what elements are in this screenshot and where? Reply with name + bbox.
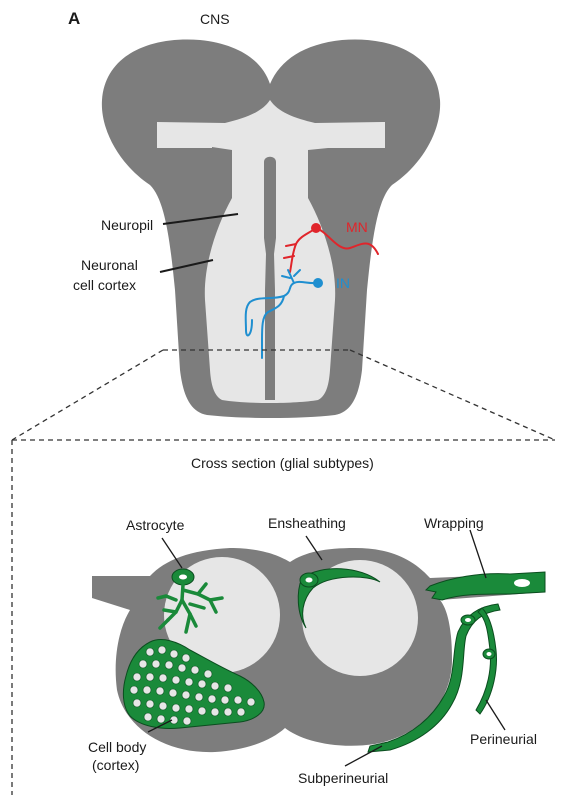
motor-neuron-soma — [311, 223, 321, 233]
ensheathing-label: Ensheathing — [268, 515, 346, 531]
panel-letter: A — [68, 9, 80, 28]
perineurial-label: Perineurial — [470, 731, 537, 747]
neuropil-label: Neuropil — [101, 217, 153, 233]
mn-label: MN — [346, 219, 368, 235]
cortex-label-line2: cell cortex — [73, 277, 136, 293]
cross-section-title: Cross section (glial subtypes) — [191, 455, 374, 471]
in-label: IN — [336, 275, 350, 291]
perineurial-sheet — [476, 608, 496, 714]
wrapping-label: Wrapping — [424, 515, 484, 531]
interneuron-soma — [313, 278, 323, 288]
subperineurial-label: Subperineurial — [298, 770, 388, 786]
astrocyte-label: Astrocyte — [126, 517, 185, 533]
perineurial-glia — [476, 608, 496, 714]
cell-body-label-line1: Cell body — [88, 739, 146, 755]
midline-septum — [264, 157, 276, 400]
cortex-label-line1: Neuronal — [81, 257, 138, 273]
cns-title: CNS — [200, 11, 230, 27]
cell-body-label-line2: (cortex) — [92, 757, 139, 773]
